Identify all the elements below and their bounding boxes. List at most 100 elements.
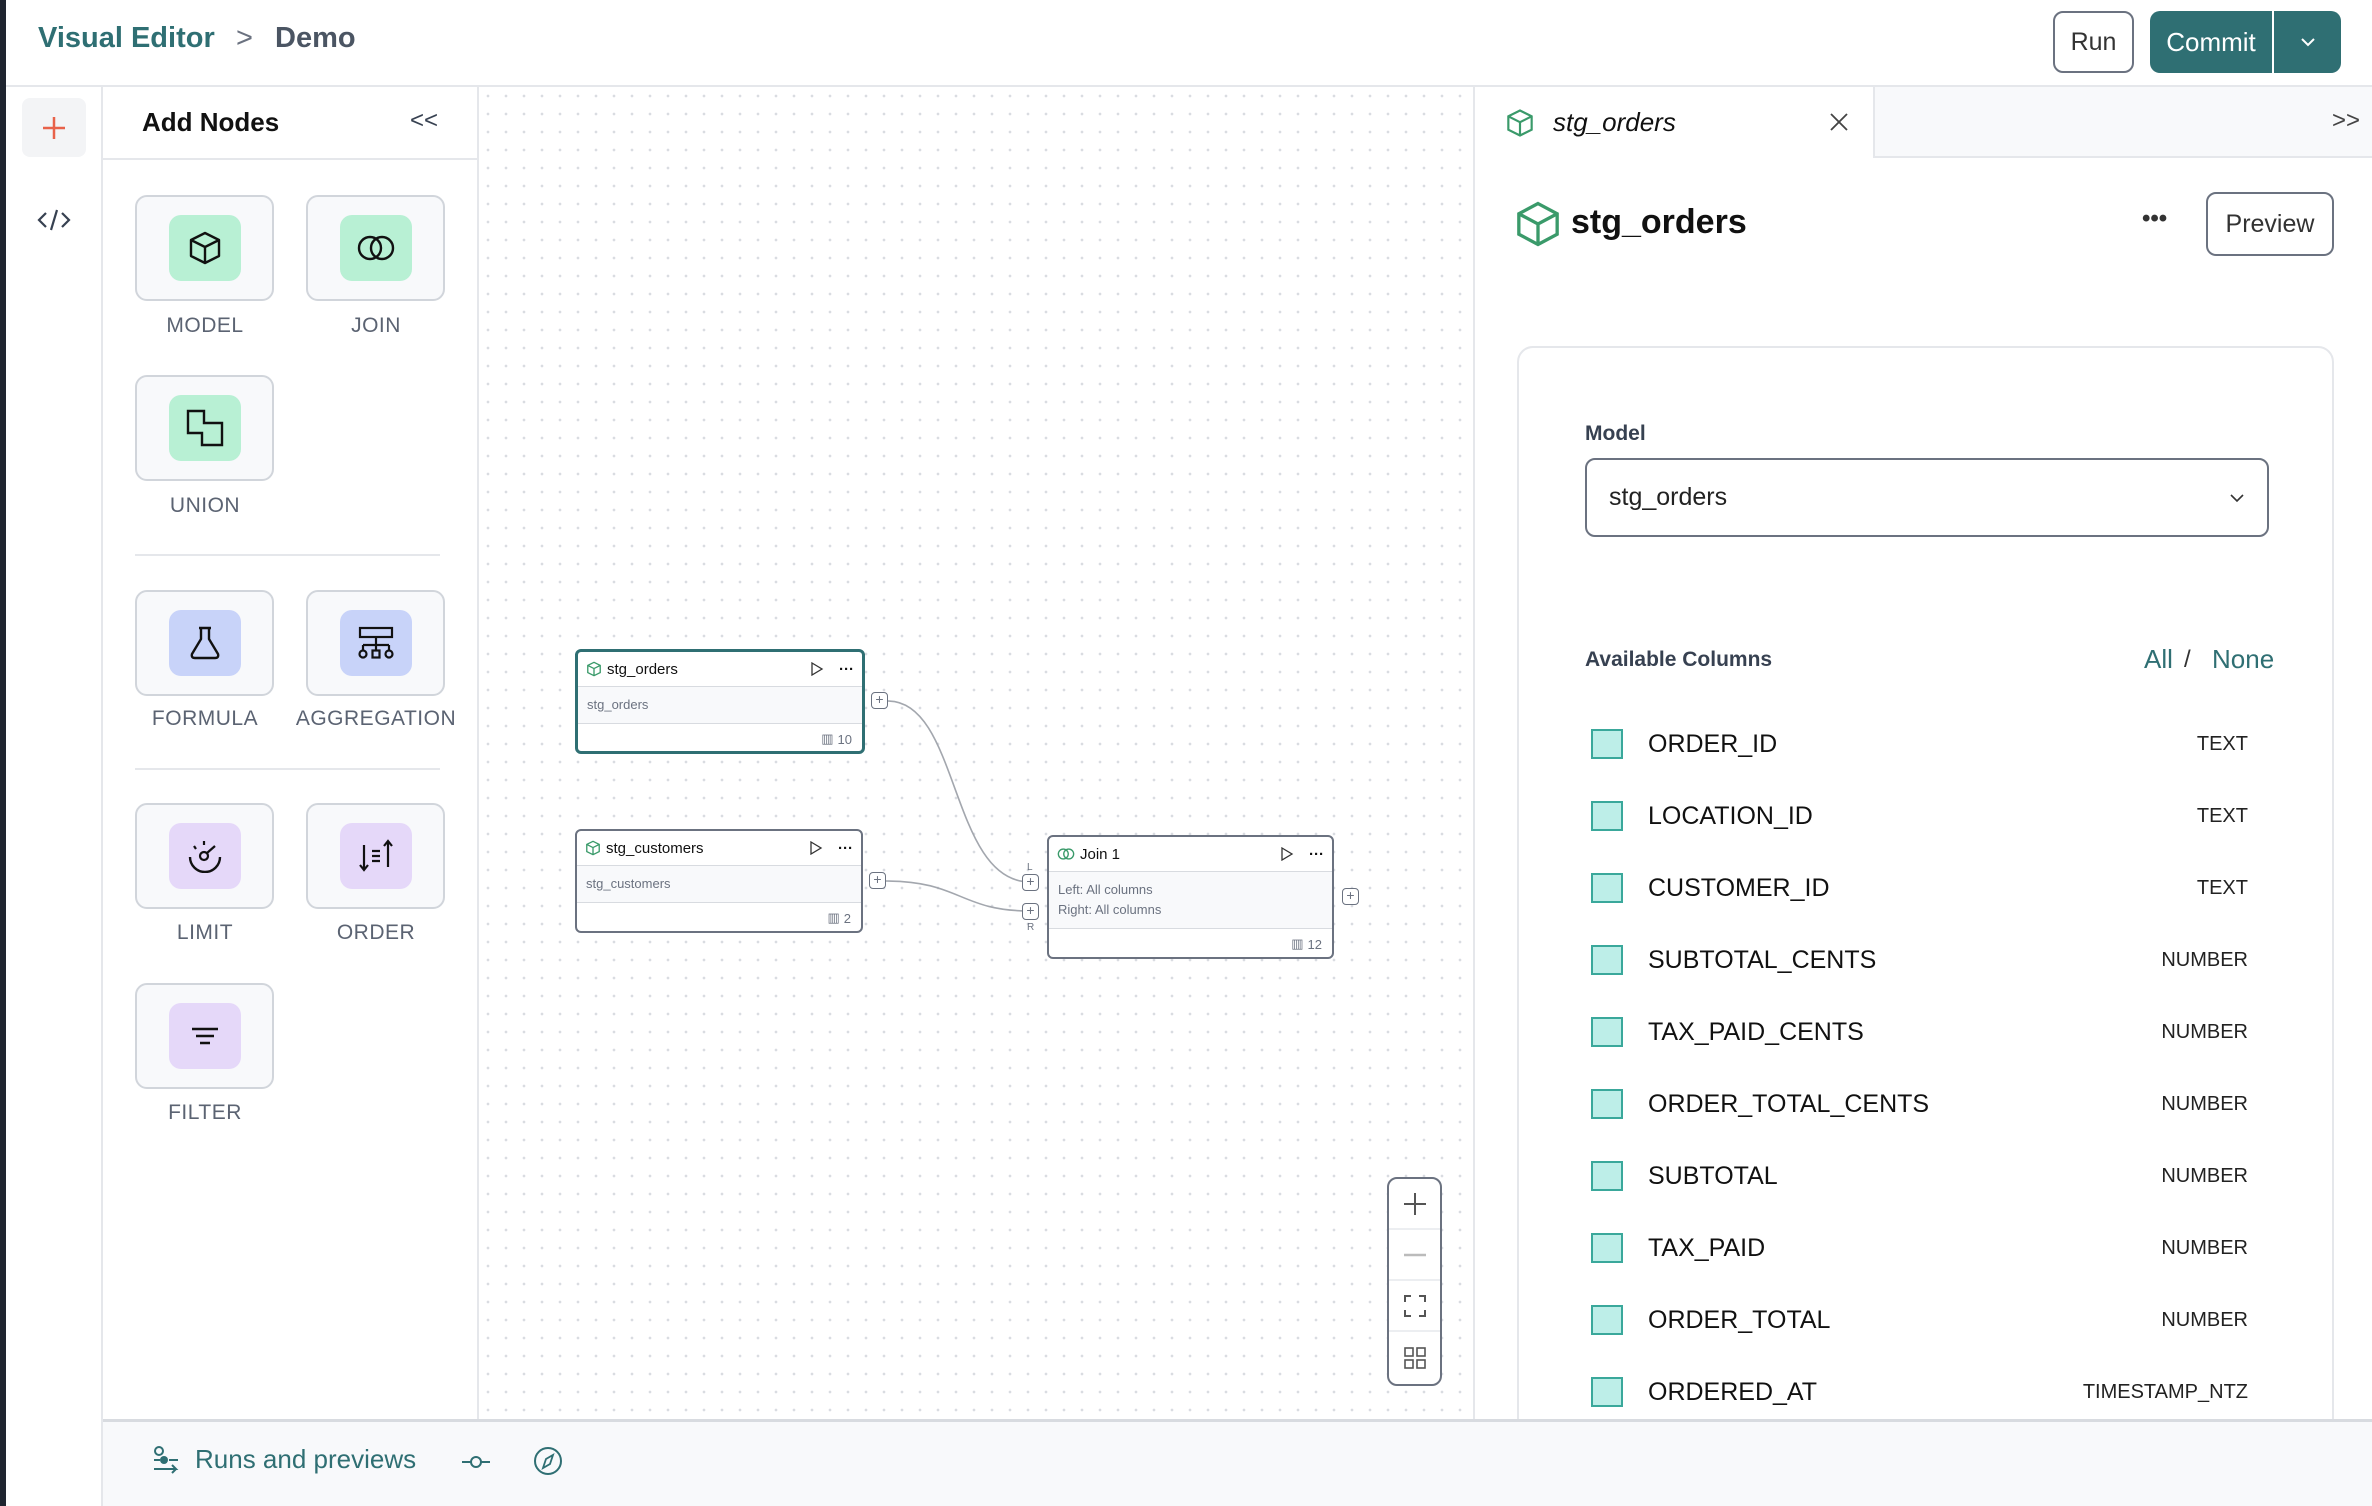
run-button[interactable]: Run — [2053, 11, 2134, 73]
tile-divider — [135, 768, 440, 770]
node-tile-label: FORMULA — [151, 707, 259, 730]
node-title: Join 1 — [1080, 845, 1121, 863]
column-checkbox[interactable] — [1591, 801, 1623, 831]
cube-icon — [1507, 108, 1533, 137]
panel-title: stg_orders — [1571, 203, 1747, 241]
more-icon[interactable]: ··· — [1309, 845, 1324, 863]
add-nodes-rail-button[interactable] — [22, 98, 86, 157]
preview-button[interactable]: Preview — [2206, 192, 2334, 256]
right-handle-label: R — [1027, 922, 1035, 933]
fit-view-button[interactable] — [1389, 1281, 1440, 1332]
runs-and-previews-button[interactable]: Runs and previews — [151, 1444, 416, 1475]
column-type: NUMBER — [2161, 1165, 2248, 1187]
column-count: 2 — [843, 910, 851, 926]
more-icon[interactable]: ··· — [838, 839, 853, 857]
column-type: NUMBER — [2161, 1093, 2248, 1115]
node-tile-order[interactable] — [306, 803, 445, 909]
commit-dropdown-button[interactable] — [2274, 11, 2341, 73]
cube-icon — [587, 661, 601, 677]
plus-icon — [1403, 1192, 1426, 1215]
node-tile-label: FILTER — [168, 1101, 242, 1124]
fit-view-icon — [1403, 1294, 1426, 1317]
join-icon — [357, 235, 394, 261]
column-checkbox[interactable] — [1591, 873, 1623, 903]
column-checkbox[interactable] — [1591, 1161, 1623, 1191]
close-icon[interactable] — [1829, 112, 1849, 132]
explore-button[interactable] — [533, 1446, 563, 1481]
column-name: CUSTOMER_ID — [1648, 874, 1830, 902]
node-tile-filter[interactable] — [135, 983, 274, 1089]
zoom-in-button[interactable] — [1389, 1179, 1440, 1230]
column-checkbox[interactable] — [1591, 1305, 1623, 1335]
column-name: SUBTOTAL — [1648, 1162, 1778, 1190]
column-type: NUMBER — [2161, 1021, 2248, 1043]
node-title: stg_orders — [607, 660, 678, 678]
canvas-node-stg-orders[interactable]: stg_orders ··· stg_orders ▥10 — [575, 649, 865, 754]
code-rail-button[interactable] — [22, 195, 86, 245]
select-none-link[interactable]: None — [2212, 644, 2275, 674]
column-row[interactable]: SUBTOTAL NUMBER — [1519, 1156, 2336, 1196]
column-count: 12 — [1307, 936, 1322, 952]
column-row[interactable]: TAX_PAID_CENTS NUMBER — [1519, 1012, 2336, 1052]
join-icon — [1057, 848, 1075, 860]
output-handle[interactable]: + — [1342, 888, 1359, 905]
plus-icon — [43, 116, 65, 139]
commit-button[interactable]: Commit — [2150, 11, 2274, 73]
node-tile-label: JOIN — [351, 314, 401, 337]
node-tile-aggregation[interactable] — [306, 590, 445, 696]
node-tile-join[interactable] — [306, 195, 445, 301]
node-tile-formula[interactable] — [135, 590, 274, 696]
output-handle[interactable]: + — [869, 872, 886, 889]
node-tile-union[interactable] — [135, 375, 274, 481]
zoom-out-button[interactable] — [1389, 1230, 1440, 1281]
canvas-node-stg-customers[interactable]: stg_customers ··· stg_customers ▥2 — [575, 829, 863, 933]
minus-icon — [1403, 1253, 1426, 1256]
tab-stg-orders[interactable]: stg_orders — [1475, 87, 1875, 158]
column-checkbox[interactable] — [1591, 945, 1623, 975]
column-checkbox[interactable] — [1591, 729, 1623, 759]
column-checkbox[interactable] — [1591, 1377, 1623, 1407]
canvas-node-join-1[interactable]: Join 1 ··· Left: All columns Right: All … — [1047, 835, 1334, 959]
column-row[interactable]: ORDER_TOTAL_CENTS NUMBER — [1519, 1084, 2336, 1124]
more-icon[interactable]: ··· — [839, 660, 854, 678]
column-checkbox[interactable] — [1591, 1233, 1623, 1263]
join-left-text: Left: All columns — [1058, 882, 1153, 897]
commit-graph-button[interactable] — [461, 1450, 491, 1479]
left-input-handle[interactable]: + — [1022, 874, 1039, 891]
model-select[interactable]: stg_orders — [1585, 458, 2269, 537]
column-type: TEXT — [2196, 733, 2248, 755]
play-icon[interactable] — [1280, 847, 1294, 861]
collapse-panel-button[interactable]: << — [410, 107, 439, 134]
output-handle[interactable]: + — [871, 692, 888, 709]
columns-icon: ▥ — [827, 910, 840, 925]
column-name: TAX_PAID_CENTS — [1648, 1018, 1864, 1046]
node-tile-model[interactable] — [135, 195, 274, 301]
node-tile-limit[interactable] — [135, 803, 274, 909]
auto-layout-button[interactable] — [1389, 1332, 1440, 1383]
right-input-handle[interactable]: + — [1022, 903, 1039, 920]
column-checkbox[interactable] — [1591, 1089, 1623, 1119]
column-type: NUMBER — [2161, 949, 2248, 971]
window-edge — [0, 0, 6, 1506]
column-name: ORDER_TOTAL_CENTS — [1648, 1090, 1930, 1118]
column-checkbox[interactable] — [1591, 1017, 1623, 1047]
node-body-text: stg_orders — [587, 697, 649, 712]
node-tile-label: MODEL — [166, 314, 244, 337]
select-all-link[interactable]: All — [2144, 644, 2173, 674]
icon-rail — [6, 87, 103, 1506]
expand-panel-button[interactable]: >> — [2331, 107, 2360, 134]
breadcrumb-visual-editor[interactable]: Visual Editor — [38, 22, 215, 54]
play-icon[interactable] — [809, 841, 823, 855]
node-tile-label: AGGREGATION — [295, 707, 457, 730]
link-separator: / — [2184, 646, 2191, 673]
more-options-button[interactable]: ••• — [2142, 205, 2168, 232]
column-count: 10 — [837, 731, 852, 747]
play-icon[interactable] — [810, 662, 824, 676]
